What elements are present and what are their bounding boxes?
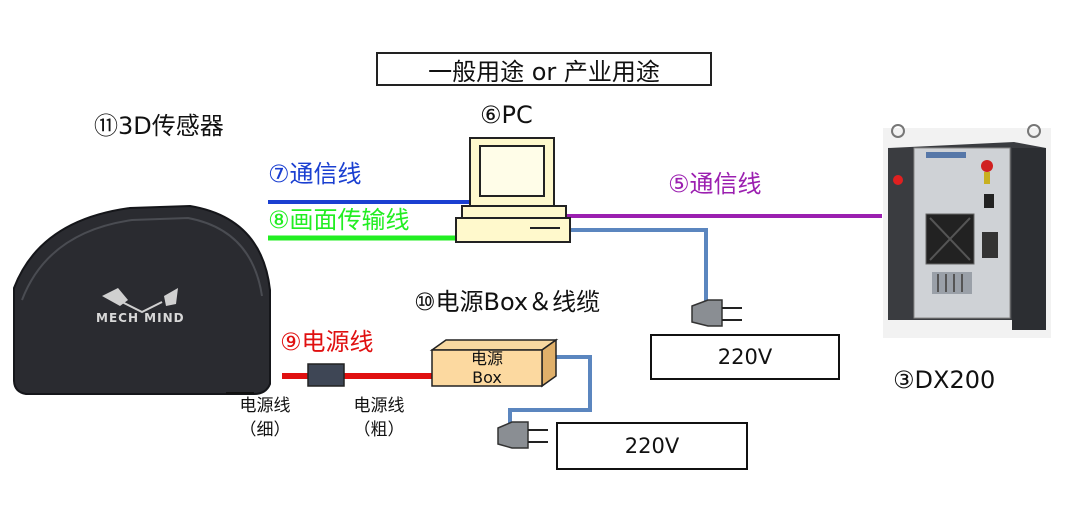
video-line-label: ⑧画面传输线	[268, 206, 410, 234]
power-line-label: ⑨电源线	[280, 328, 374, 356]
power-box-icon	[429, 338, 559, 388]
thin-cable-note-2: （细）	[239, 420, 291, 440]
comm-line-right-label: ⑤通信线	[668, 170, 762, 198]
plug-icon-lower	[497, 421, 548, 449]
pc-icon	[455, 137, 571, 243]
outlet-upper: 220V	[650, 334, 840, 380]
power-connector	[307, 363, 345, 387]
outlet-lower: 220V	[556, 422, 748, 470]
outlet-upper-label: 220V	[717, 345, 773, 369]
thin-cable-note-1: 电源线	[239, 396, 291, 416]
thick-cable-note-2: （粗）	[353, 420, 405, 440]
title-box: 一般用途 or 产业用途	[376, 52, 712, 86]
box-power-cable	[508, 355, 592, 430]
sensor-icon	[13, 204, 271, 395]
controller-cabinet-icon	[883, 124, 1051, 338]
thin-cable-mark	[226, 392, 254, 394]
comm-line-left-label: ⑦通信线	[268, 160, 362, 188]
thick-cable-note-1: 电源线	[353, 396, 405, 416]
sensor-label: ⑪3D传感器	[94, 112, 224, 140]
power-box-text-1: 电源	[470, 349, 503, 368]
outlet-lower-label: 220V	[624, 434, 680, 458]
sensor-logo-text: MECH MIND	[96, 311, 185, 325]
power-box-text-2: Box	[472, 368, 502, 387]
plug-icon-upper	[691, 299, 742, 327]
controller-label: ③DX200	[893, 366, 996, 394]
power-box-cable-label: ⑩电源Box＆线缆	[414, 288, 601, 316]
title-text: 一般用途 or 产业用途	[428, 57, 660, 86]
pc-label: ⑥PC	[480, 101, 533, 129]
